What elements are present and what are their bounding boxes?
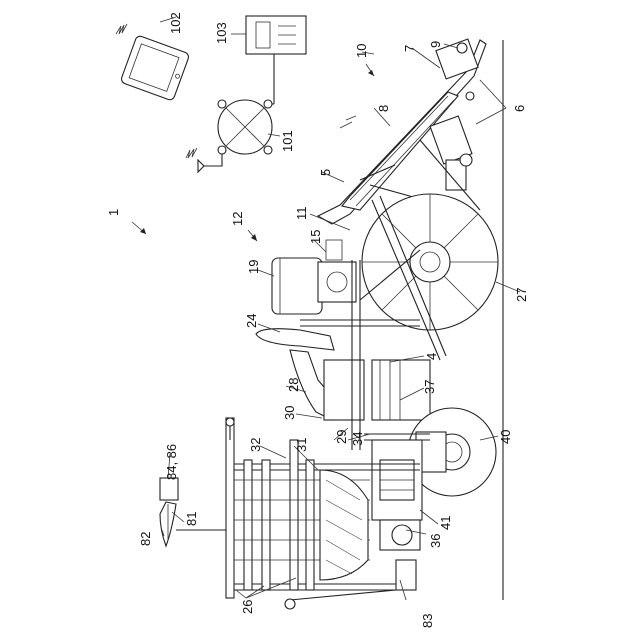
label-30: 30 [282, 406, 297, 420]
label-32: 32 [248, 438, 263, 452]
label-12: 12 [230, 212, 245, 226]
label-5: 5 [318, 169, 333, 176]
label-1: 1 [106, 209, 121, 216]
label-36: 36 [428, 534, 443, 548]
label-83: 83 [420, 614, 435, 628]
label-101: 101 [280, 130, 295, 152]
label-9: 9 [428, 41, 443, 48]
label-8: 8 [376, 105, 391, 112]
arrow-12 [248, 230, 257, 241]
label-81: 81 [184, 512, 199, 526]
label-28: 28 [286, 378, 301, 392]
server-unit [246, 16, 306, 54]
label-102: 102 [168, 12, 183, 34]
front-working-unit [318, 39, 486, 224]
controller-box [160, 478, 178, 500]
label-26: 26 [240, 600, 255, 614]
label-31: 31 [294, 438, 309, 452]
label-27: 27 [514, 288, 529, 302]
label-6: 6 [512, 105, 527, 112]
tablet-wireless-icon [116, 24, 127, 34]
seat [256, 329, 364, 420]
arrow-1 [132, 222, 146, 234]
label-41: 41 [438, 516, 453, 530]
tablet-terminal [120, 35, 190, 101]
base-station [218, 100, 272, 154]
label-10: 10 [354, 44, 369, 58]
label-15: 15 [308, 230, 323, 244]
rear-wheel [362, 194, 498, 330]
label-34: 34 [350, 432, 365, 446]
label-40: 40 [498, 430, 513, 444]
label-103: 103 [214, 22, 229, 44]
arrow-10 [366, 64, 374, 76]
label-7: 7 [402, 45, 417, 52]
label-11: 11 [294, 207, 309, 221]
label-37: 37 [422, 380, 437, 394]
label-84-86: 84, 86 [164, 444, 179, 480]
label-29: 29 [334, 430, 349, 444]
label-4: 4 [424, 353, 439, 360]
label-19: 19 [246, 260, 261, 274]
label-82: 82 [138, 532, 153, 546]
tank-unit [272, 240, 356, 314]
label-24: 24 [244, 314, 259, 328]
station-antenna-icon [186, 148, 222, 172]
